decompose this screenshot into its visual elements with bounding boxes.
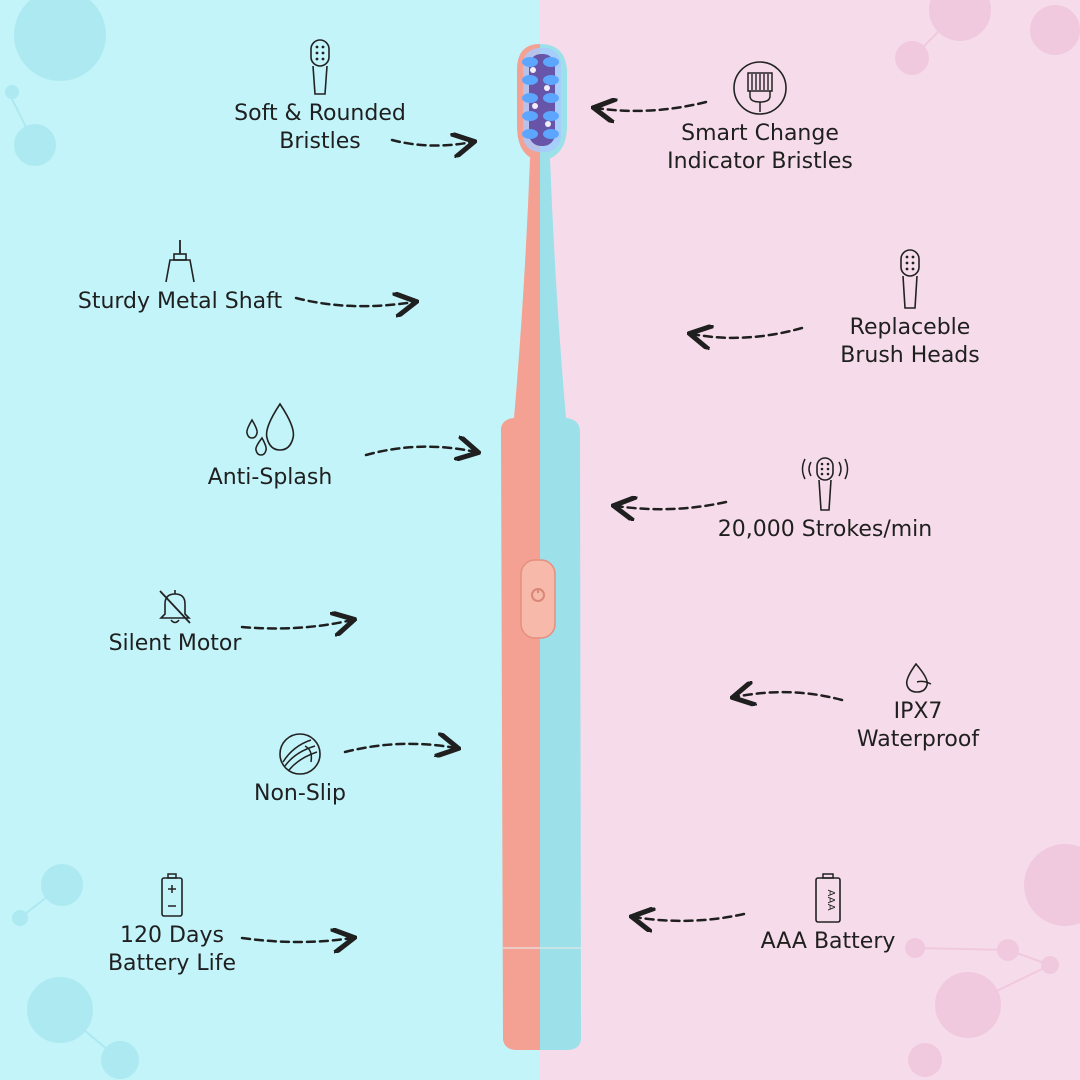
feature-smart-indicator: Smart Change Indicator Bristles xyxy=(655,60,865,176)
brush-bristles xyxy=(522,48,561,152)
aaa-battery-glyph: AAA xyxy=(825,889,836,910)
toothbrush xyxy=(500,44,581,1050)
arrow-strokes xyxy=(616,502,728,509)
arrow-battery-life xyxy=(240,938,352,942)
left-background xyxy=(0,0,540,1080)
feature-battery-life: 120 Days Battery Life xyxy=(92,872,252,978)
brush-head-icon xyxy=(900,249,920,309)
feature-label: Soft & Rounded Bristles xyxy=(234,101,406,154)
bell-off-icon xyxy=(159,590,191,624)
arrow-silent-motor xyxy=(240,620,352,628)
arrow-soft-bristles xyxy=(390,140,472,146)
feature-strokes: 20,000 Strokes/min xyxy=(705,456,945,544)
feature-metal-shaft: Sturdy Metal Shaft xyxy=(60,238,300,316)
brush-neck-aqua xyxy=(540,158,566,418)
feature-label: Silent Motor xyxy=(108,631,242,656)
battery-icon xyxy=(161,873,183,917)
aaa-battery-icon: AAA xyxy=(815,873,841,923)
feature-label: 20,000 Strokes/min xyxy=(717,517,933,542)
water-drop-icon xyxy=(905,662,932,693)
feature-label: Sturdy Metal Shaft xyxy=(77,289,283,314)
feature-label: 120 Days Battery Life xyxy=(107,923,237,976)
feature-label: Replaceble Brush Heads xyxy=(840,315,980,368)
feature-aaa-battery: AAA AAA Battery xyxy=(748,872,908,956)
feature-waterproof: IPX7 Waterproof xyxy=(838,662,998,754)
arrow-aaa-battery xyxy=(634,914,746,921)
arrow-metal-shaft xyxy=(294,298,414,306)
power-button xyxy=(520,559,556,639)
feature-replaceable-heads: Replaceble Brush Heads xyxy=(825,248,995,370)
feature-label: AAA Battery xyxy=(760,929,896,954)
feature-label: IPX7 Waterproof xyxy=(856,699,980,752)
metal-shaft-icon xyxy=(165,240,195,283)
feature-label: Anti-Splash xyxy=(207,465,333,490)
arrow-waterproof xyxy=(735,692,844,700)
feature-anti-splash: Anti-Splash xyxy=(180,400,360,492)
brush-neck-coral xyxy=(514,158,540,418)
arrow-non-slip xyxy=(343,744,456,752)
grip-icon xyxy=(279,733,321,775)
indicator-bristles-icon xyxy=(733,61,787,115)
right-background xyxy=(540,0,1080,1080)
arrow-anti-splash xyxy=(364,447,476,455)
water-drops-icon xyxy=(246,402,295,456)
vibrating-brush-icon xyxy=(801,457,849,511)
brush-head-icon xyxy=(310,39,330,95)
feature-soft-bristles: Soft & Rounded Bristles xyxy=(220,38,420,156)
feature-label: Non-Slip xyxy=(254,781,346,806)
feature-silent-motor: Silent Motor xyxy=(95,588,255,658)
arrow-smart-indicator xyxy=(596,102,708,111)
feature-label: Smart Change Indicator Bristles xyxy=(667,121,853,174)
feature-non-slip: Non-Slip xyxy=(230,732,370,808)
arrow-replaceable-heads xyxy=(692,328,804,338)
